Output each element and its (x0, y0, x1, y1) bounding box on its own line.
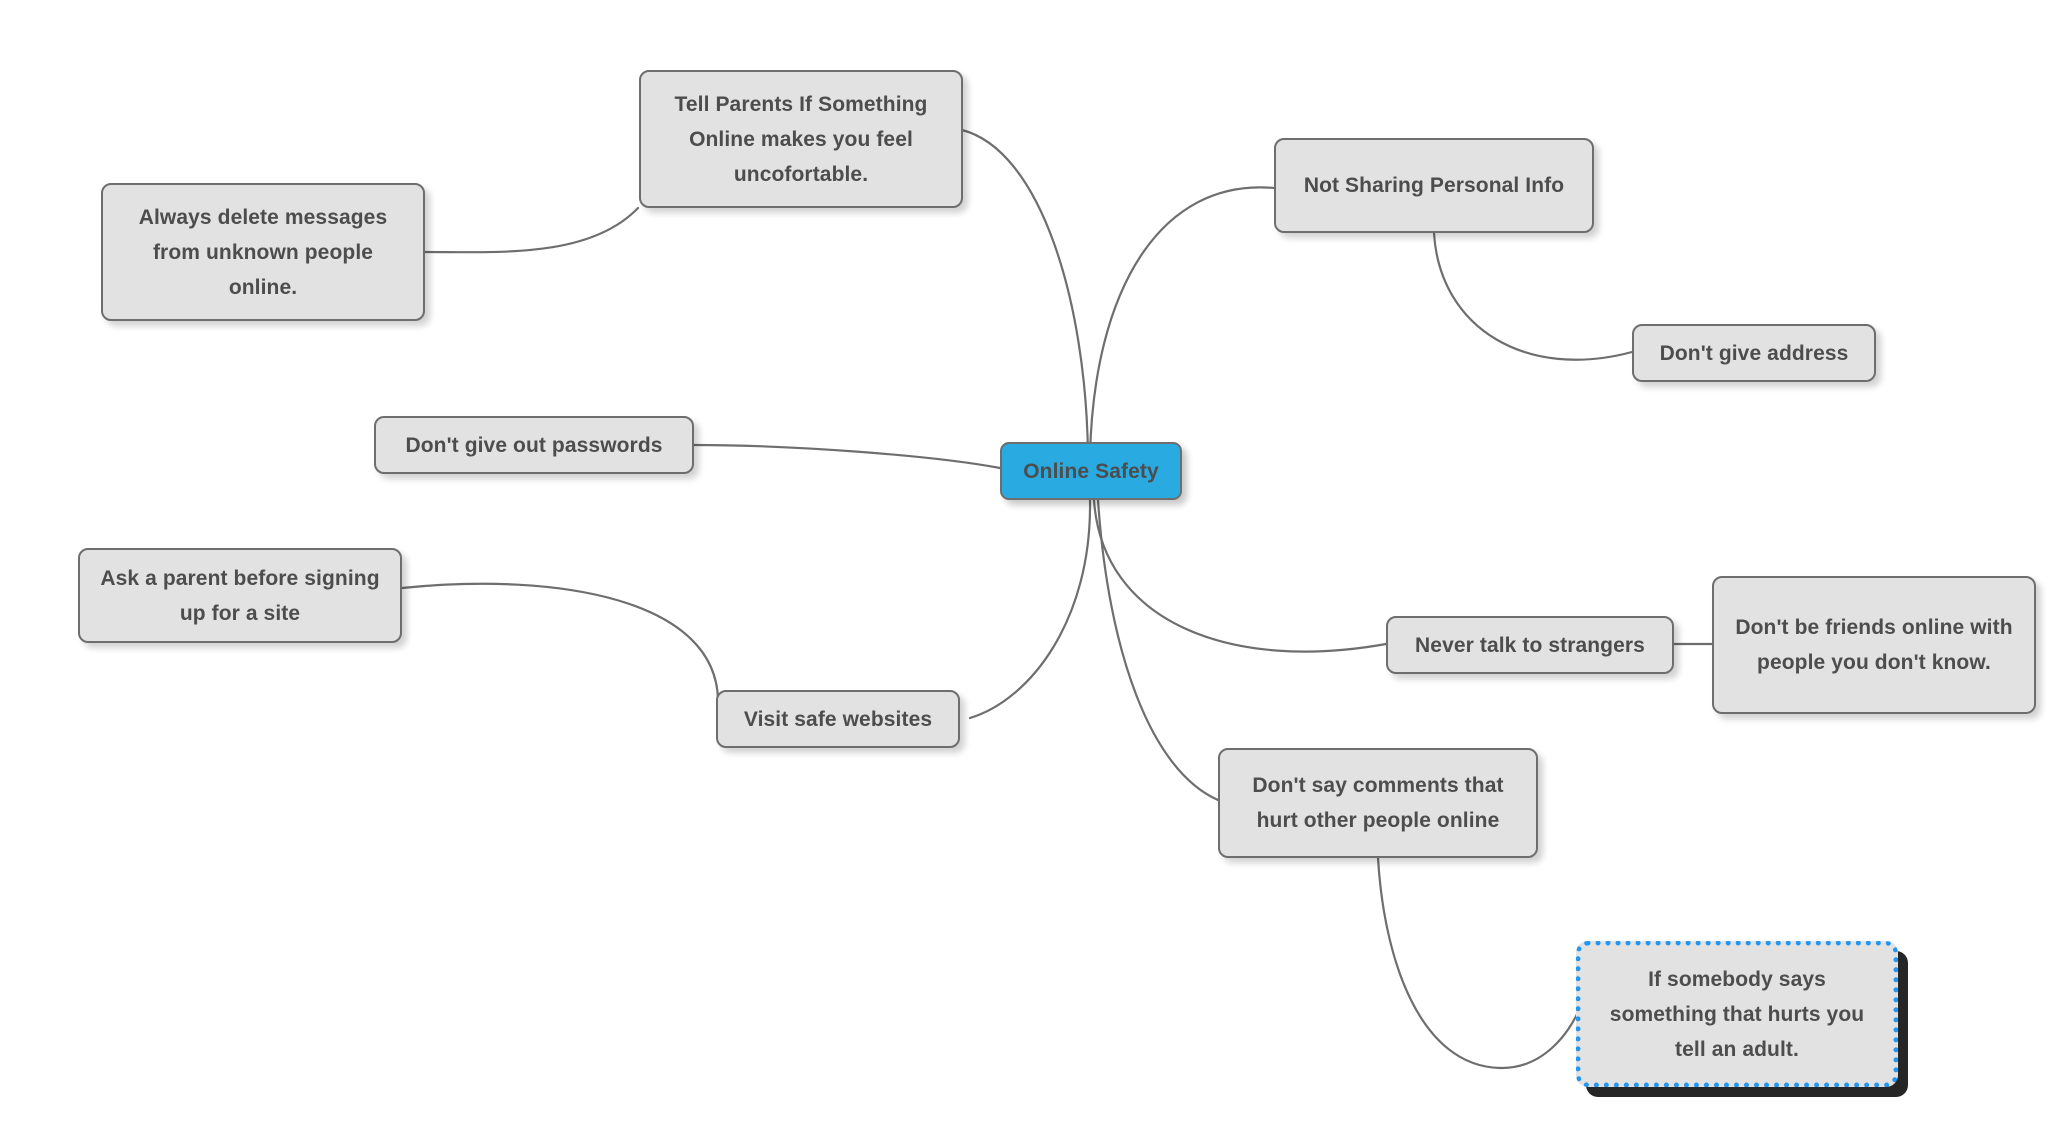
node-label: Don't give out passwords (405, 433, 663, 457)
node-label: Ask a parent before signing up for a sit… (100, 566, 380, 625)
node-label: Don't be friends online with people you … (1735, 616, 2013, 674)
node-tell-parents[interactable]: Tell Parents If Something Online makes y… (639, 70, 963, 208)
node-no-hurtful-comments[interactable]: Don't say comments that hurt other peopl… (1218, 748, 1538, 858)
node-tell-adult[interactable]: If somebody says something that hurts yo… (1576, 941, 1898, 1087)
node-delete-messages[interactable]: Always delete messages from unknown peop… (101, 183, 425, 321)
node-no-address[interactable]: Don't give address (1632, 324, 1876, 382)
edge-not-sharing-no-address (1432, 231, 1634, 361)
node-label: Don't give address (1659, 341, 1849, 365)
edge-root-no-hurtful (1096, 498, 1220, 802)
node-online-safety[interactable]: Online Safety (1000, 442, 1182, 500)
node-safe-websites[interactable]: Visit safe websites (716, 690, 960, 748)
node-no-passwords[interactable]: Don't give out passwords (374, 416, 694, 474)
edge-root-tell-parents (960, 128, 1090, 457)
edge-tell-parents-delete-messages (423, 206, 640, 254)
edge-root-never-strangers (1092, 498, 1388, 653)
edge-root-not-sharing (1088, 186, 1276, 457)
node-label: Not Sharing Personal Info (1303, 174, 1565, 197)
node-label: Always delete messages from unknown peop… (138, 205, 388, 299)
node-ask-parent[interactable]: Ask a parent before signing up for a sit… (78, 548, 402, 643)
edge-root-no-passwords (692, 443, 1002, 470)
node-label: Visit safe websites (743, 707, 933, 731)
node-no-friends-online[interactable]: Don't be friends online with people you … (1712, 576, 2036, 714)
edge-no-hurtful-tell-adult (1376, 856, 1580, 1070)
node-label: Never talk to strangers (1415, 633, 1645, 657)
edge-root-safe-websites (968, 498, 1092, 720)
node-never-strangers[interactable]: Never talk to strangers (1386, 616, 1674, 674)
node-label: Tell Parents If Something Online makes y… (674, 92, 928, 186)
node-label: If somebody says something that hurts yo… (1609, 967, 1865, 1061)
edge-safe-websites-ask-parent (400, 582, 720, 702)
node-label: Don't say comments that hurt other peopl… (1252, 774, 1504, 832)
node-label: Online Safety (1023, 459, 1159, 483)
node-not-sharing-personal-info[interactable]: Not Sharing Personal Info (1274, 138, 1594, 233)
